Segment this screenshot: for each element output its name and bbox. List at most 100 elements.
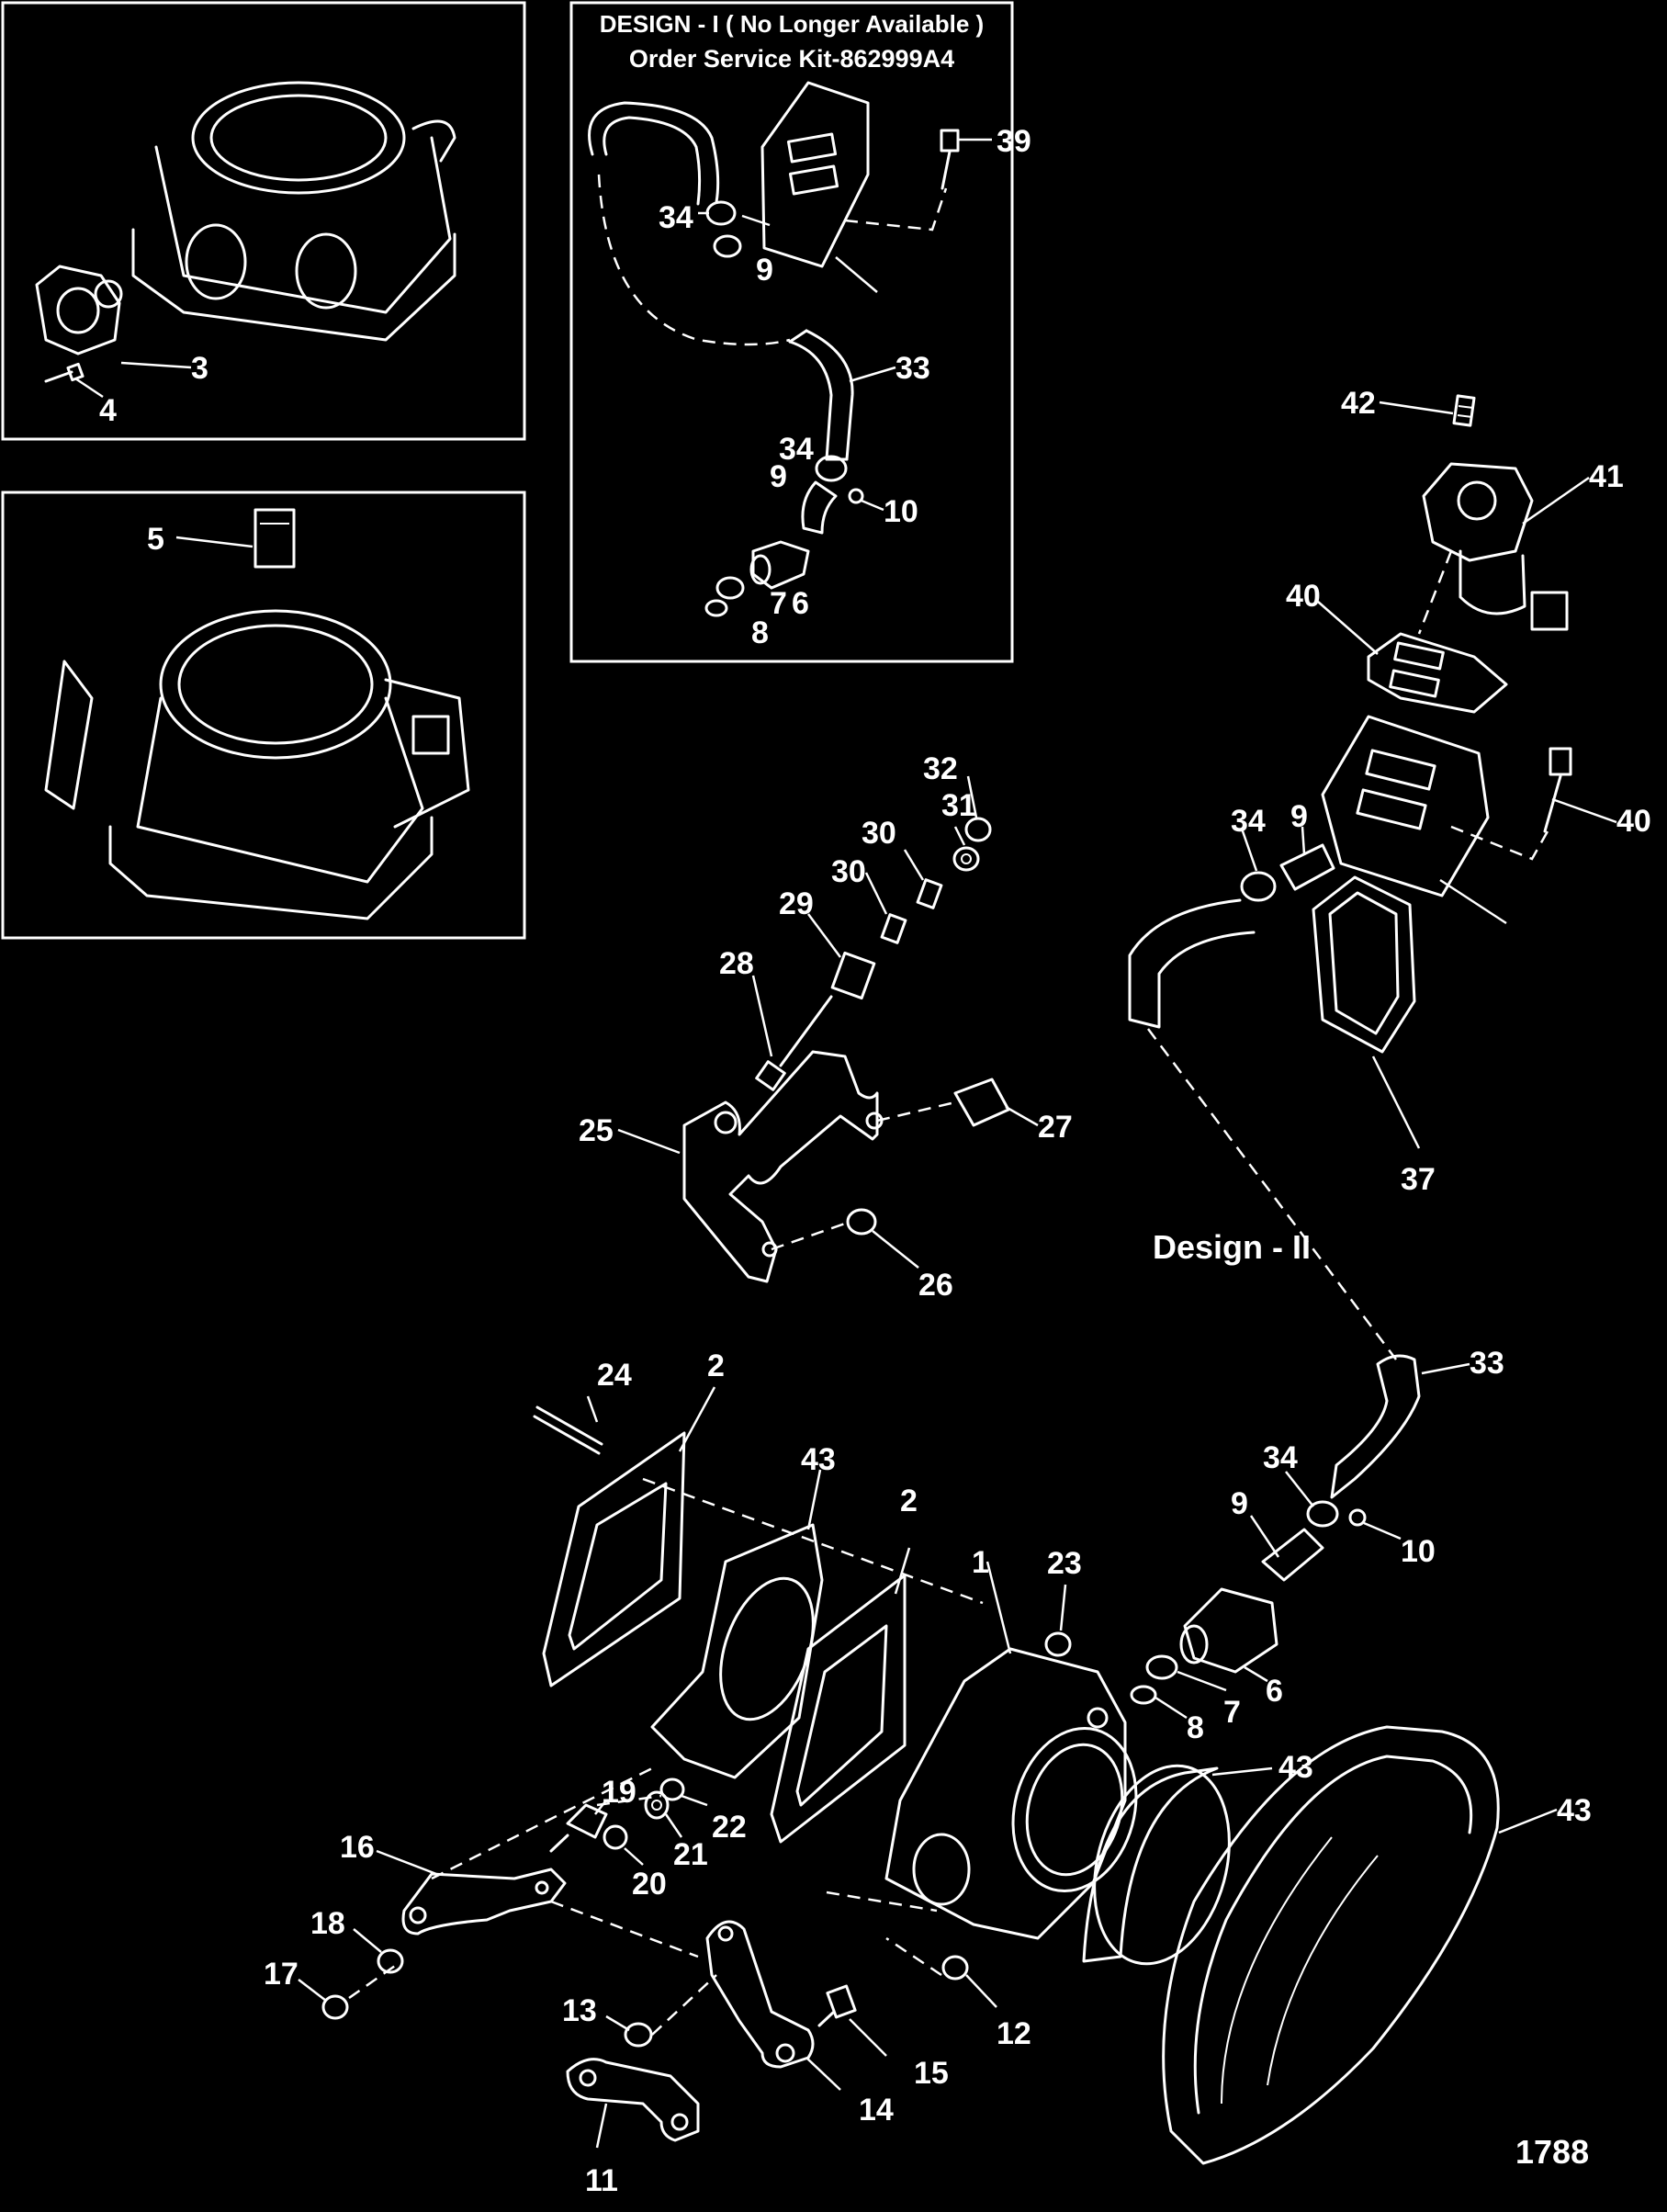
screw-10-design-1 (848, 488, 864, 504)
stud-24 (533, 1405, 603, 1455)
bracket-11 (566, 2058, 700, 2142)
callout-33b: 33 (1470, 1346, 1504, 1381)
o-ring-8 (1130, 1685, 1157, 1705)
sensor-bracket-3 (35, 265, 123, 356)
leader-18 (353, 1928, 382, 1953)
callout-5: 5 (147, 522, 164, 557)
spacer-30a (916, 878, 943, 909)
callout-1: 1 (972, 1545, 989, 1580)
o-ring-7 (1145, 1654, 1178, 1680)
nut-13 (624, 2022, 653, 2048)
screw-17 (321, 1994, 349, 2020)
callout-7a: 7 (770, 586, 787, 621)
callout-9a: 9 (756, 253, 773, 288)
dash-12-body (885, 1936, 942, 1977)
leader-3 (120, 361, 192, 369)
dash-17-18 (348, 1964, 396, 2000)
callout-37: 40 (1286, 579, 1321, 614)
leader-30b (864, 872, 888, 915)
leader-27 (1005, 1105, 1039, 1127)
lever-14 (705, 1920, 815, 2069)
air-cleaner-41 (1162, 1725, 1500, 2165)
leader-25 (617, 1128, 681, 1155)
leader-5 (175, 536, 253, 548)
callout-23: 23 (1047, 1546, 1082, 1581)
callout-22: 22 (712, 1810, 747, 1845)
fitting-9 (1261, 1528, 1324, 1582)
elbow-9-design-1 (801, 480, 838, 535)
clamp-34b-design-1 (815, 455, 848, 482)
leader-36b (1551, 797, 1617, 824)
leader-23 (1059, 1584, 1067, 1631)
leader-24 (586, 1395, 599, 1423)
leader-15 (849, 2018, 887, 2057)
leader-17 (298, 1979, 327, 2002)
callout-24: 24 (597, 1358, 632, 1393)
leader-32 (966, 775, 978, 818)
dash-25-27 (876, 1100, 956, 1123)
leader-9c (1301, 826, 1306, 855)
washer-21 (644, 1790, 670, 1820)
washer-31 (952, 846, 980, 872)
leader-35 (1371, 1055, 1421, 1149)
callout-21: 21 (673, 1837, 708, 1872)
gasket-2-outer (542, 1431, 686, 1687)
throttle-body-1 (884, 1647, 1138, 1940)
callout-3: 3 (191, 351, 208, 386)
fitting-9-iac (1279, 843, 1335, 891)
callout-31: 31 (941, 788, 976, 823)
bushing-29 (830, 951, 876, 1000)
callout-8b: 8 (1187, 1710, 1204, 1745)
callout-20: 20 (632, 1867, 667, 1902)
leader-14 (805, 2057, 841, 2091)
dash-13-14 (651, 1974, 717, 2036)
stud-28 (755, 995, 833, 1091)
callout-15: 15 (914, 2056, 949, 2091)
nut-22 (659, 1778, 685, 1801)
callout-40: 43 (1278, 1750, 1313, 1785)
nut-32 (964, 817, 992, 842)
callout-2b: 2 (900, 1484, 918, 1518)
inset-throttle-body-sensor: 5 (1, 491, 526, 940)
dash-43-36 (844, 187, 948, 231)
nut-26 (846, 1208, 877, 1236)
leader-39 (1379, 401, 1454, 415)
callout-10a: 10 (884, 494, 918, 529)
leader-26 (872, 1230, 919, 1269)
callout-36a: 39 (997, 124, 1031, 159)
callout-4: 4 (99, 393, 117, 428)
dash-lever-body (826, 1890, 938, 1913)
callout-26: 26 (918, 1268, 953, 1303)
leader-34a-to-43 (741, 214, 771, 227)
spacer-30b (880, 913, 907, 944)
spacer-plate-42 (650, 1523, 824, 1779)
callout-6b: 6 (1266, 1674, 1283, 1709)
callout-16: 16 (340, 1830, 375, 1865)
lower-assembly: 24 2 43 2 1 23 43 43 19 20 21 22 16 18 1… (264, 1349, 1592, 2198)
leader-1 (986, 1561, 1012, 1654)
hose-33-design-1 (788, 329, 854, 461)
leader-9d (1249, 1515, 1280, 1558)
iac-assembly: 42 41 40 34 9 40 37 (1128, 386, 1651, 1360)
leader-30a (903, 849, 925, 881)
callout-30b: 30 (831, 854, 866, 889)
callout-36b: 40 (1616, 804, 1651, 839)
callout-18: 18 (310, 1906, 345, 1941)
callout-14: 14 (859, 2093, 894, 2127)
leader-2b (894, 1547, 911, 1595)
callout-38: 41 (1589, 459, 1624, 494)
callout-33a: 33 (895, 351, 930, 386)
sensor-5 (253, 508, 296, 569)
callout-41: 43 (1557, 1793, 1592, 1828)
leader-21 (664, 1813, 683, 1838)
callout-19: 19 (602, 1775, 636, 1810)
screw-4 (44, 362, 84, 383)
throttle-body-side-drawing (44, 609, 470, 920)
callout-34c: 34 (1231, 804, 1266, 839)
adapter-6 (1179, 1587, 1278, 1674)
leader-22 (681, 1794, 708, 1807)
leader-34d (1285, 1471, 1314, 1507)
screw-10 (1348, 1508, 1367, 1527)
callout-28: 28 (719, 946, 754, 981)
callout-42: 43 (801, 1442, 836, 1477)
